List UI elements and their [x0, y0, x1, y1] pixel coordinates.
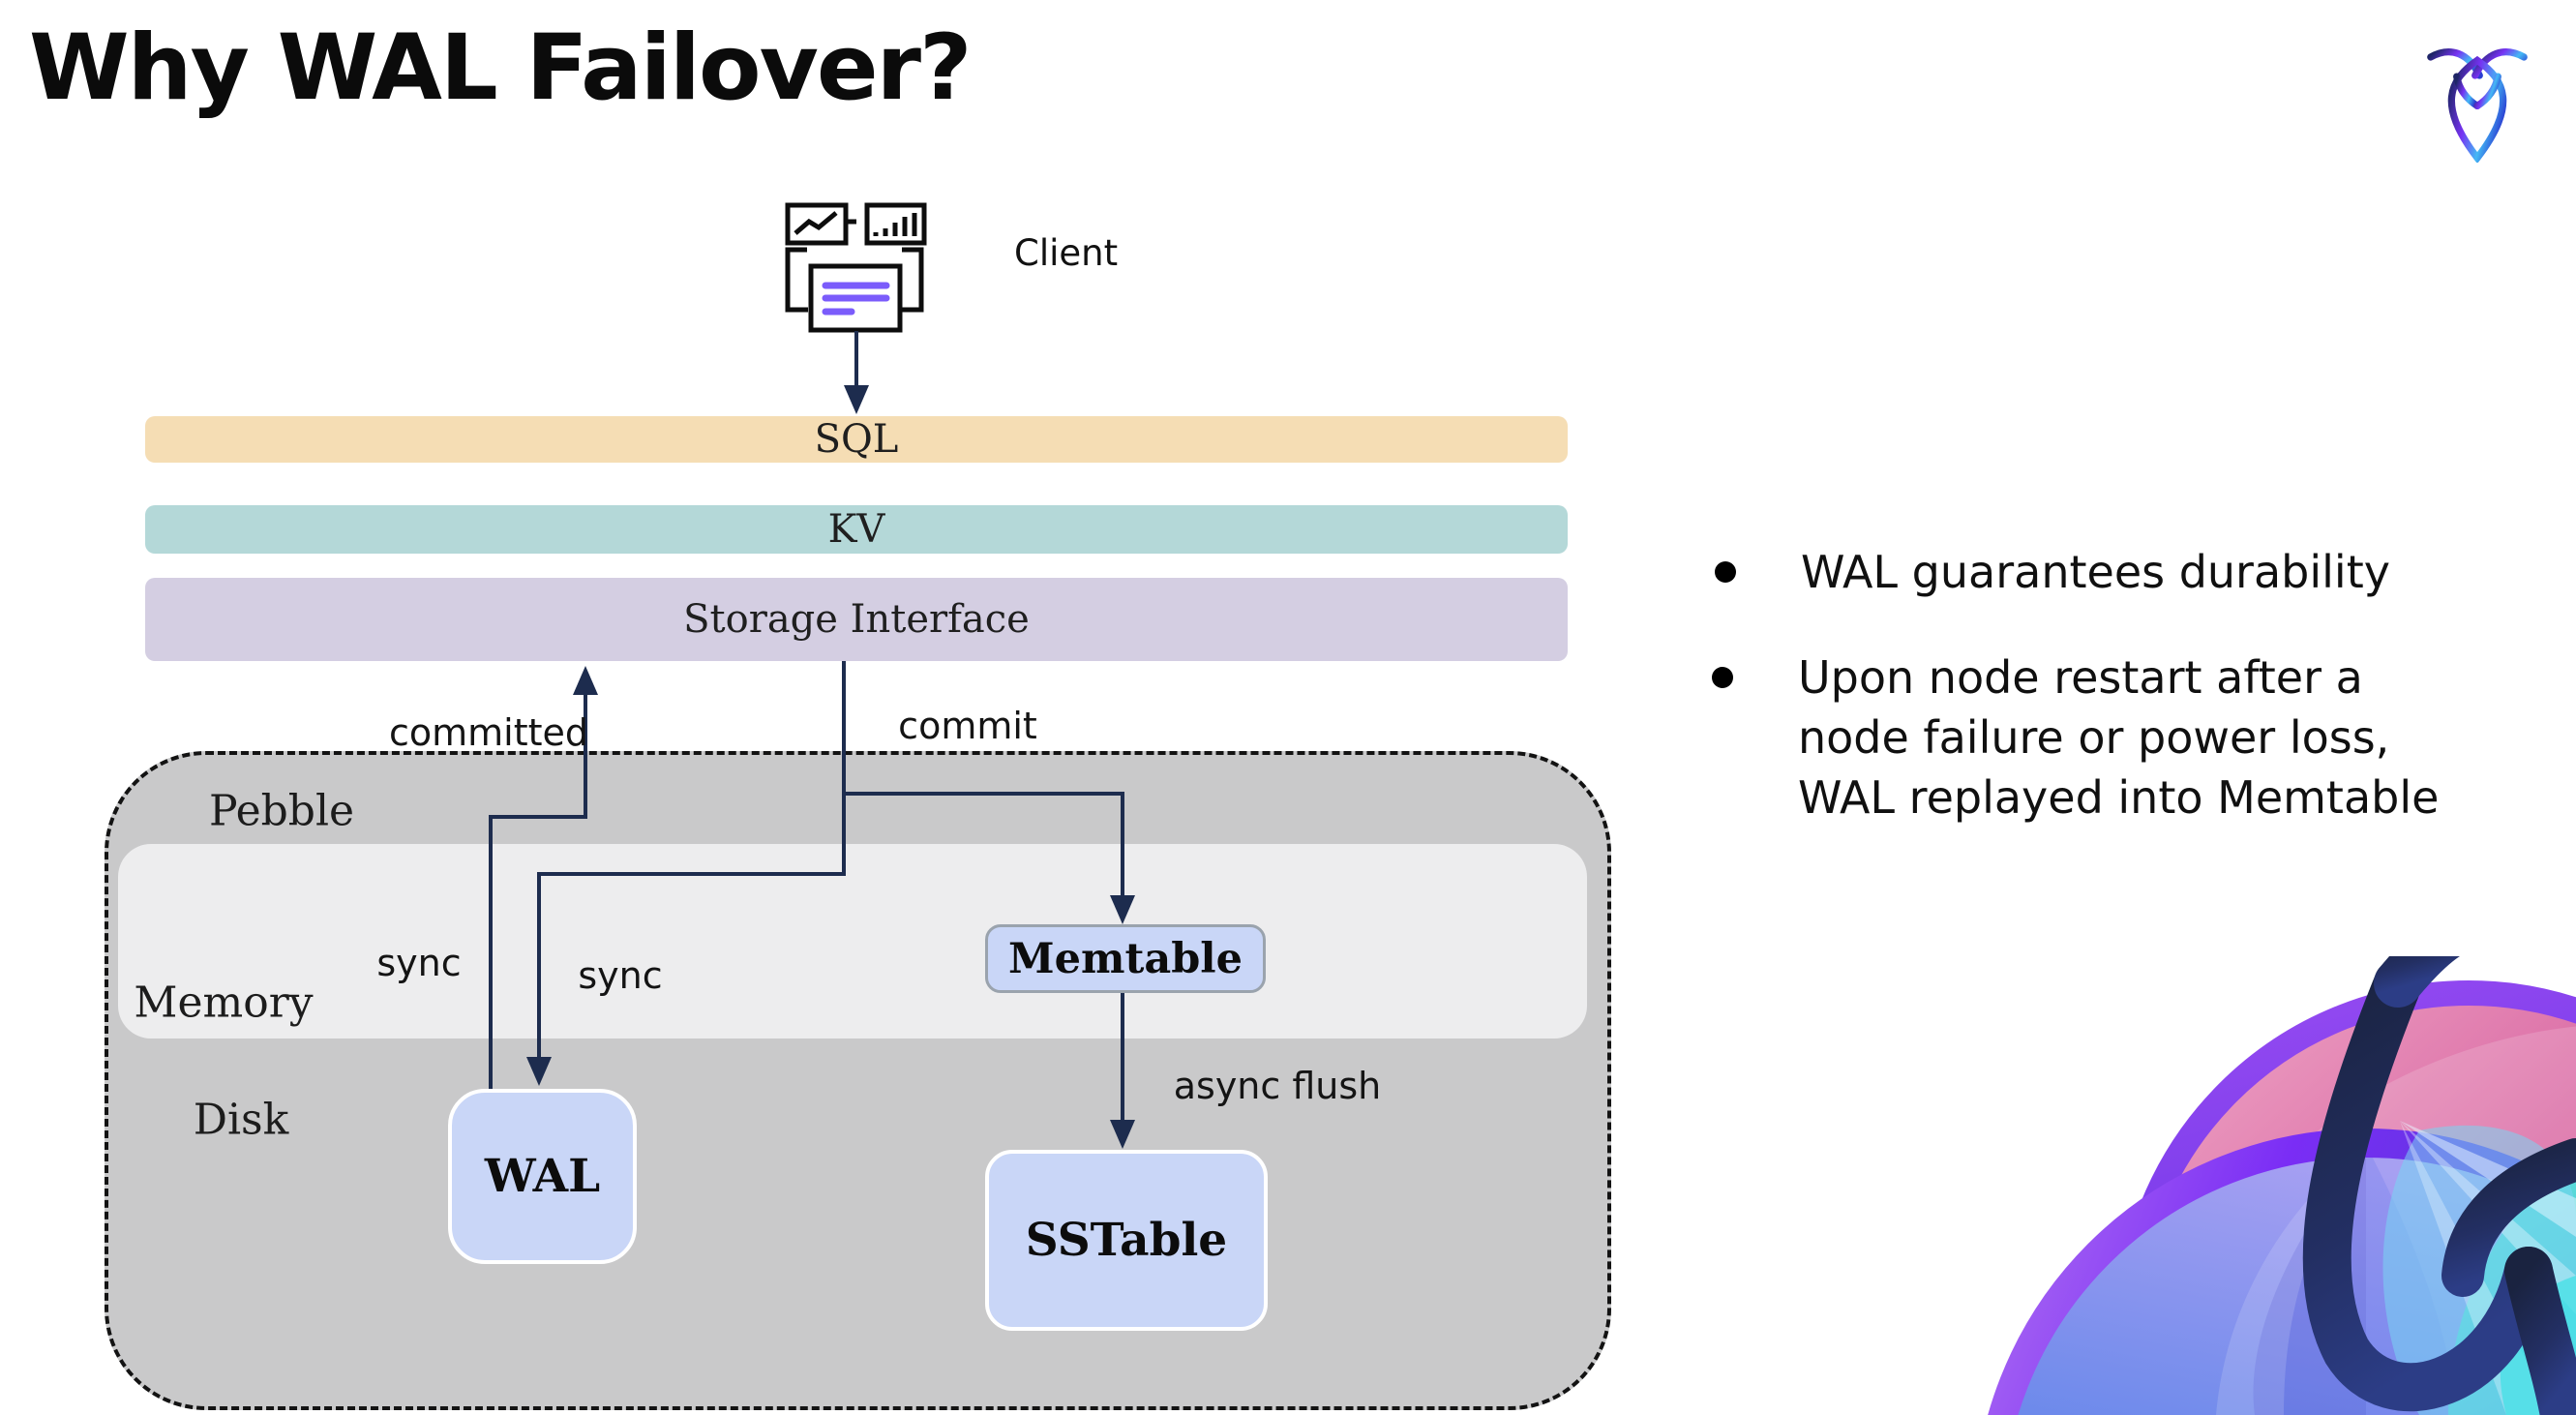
layer-kv-label: KV [827, 507, 885, 552]
bullet-dot-icon [1712, 667, 1733, 688]
edge-commit-seg-down [842, 661, 846, 876]
node-memtable: Memtable [985, 924, 1266, 993]
edge-client-sql-arrowhead-icon [844, 385, 869, 414]
page-title: Why WAL Failover? [29, 15, 973, 121]
edge-committed-label: committed [388, 711, 589, 754]
edge-sync-label-right: sync [578, 954, 663, 997]
edge-committed-seg-jog [489, 815, 587, 819]
client-icon [785, 202, 927, 333]
disk-label: Disk [193, 1095, 289, 1145]
client-label: Client [1014, 232, 1119, 274]
edge-sync-label-left: sync [376, 942, 462, 984]
edge-async-flush-seg [1121, 987, 1124, 1122]
layer-sql: SQL [145, 416, 1568, 463]
node-wal: WAL [448, 1089, 637, 1264]
bullet-dot-icon [1715, 561, 1736, 583]
memory-band [118, 844, 1587, 1039]
bullet-text: Upon node restart after a node failure o… [1798, 651, 2440, 824]
edge-committed-arrowhead-icon [573, 666, 598, 695]
layer-storage-interface-label: Storage Interface [683, 597, 1030, 642]
node-memtable-label: Memtable [1008, 934, 1243, 983]
edge-committed-seg-wal [489, 815, 493, 1089]
edge-sync-seg-wal [537, 872, 541, 1058]
edge-committed-seg-up [584, 691, 587, 817]
cockroachdb-logo-icon [2427, 48, 2528, 163]
edge-client-sql [854, 331, 858, 389]
layer-kv: KV [145, 505, 1568, 554]
edge-commit-seg-memtable [1121, 792, 1124, 897]
edge-async-flush-label: async flush [1173, 1065, 1382, 1107]
pebble-label: Pebble [208, 786, 355, 836]
node-sstable-label: SSTable [1025, 1214, 1228, 1267]
memory-label: Memory [134, 978, 314, 1028]
node-sstable: SSTable [985, 1150, 1268, 1331]
edge-commit-memtable-arrowhead-icon [1110, 895, 1135, 924]
edge-sync-wal-arrowhead-icon [526, 1057, 552, 1086]
bullet-item-durability: WAL guarantees durability [1715, 542, 2390, 602]
bullet-item-replay: Upon node restart after a node failure o… [1712, 647, 2439, 828]
edge-sync-seg-left [537, 872, 846, 876]
edge-commit-label: commit [898, 705, 1037, 747]
corner-brand-artwork-graphic [1988, 956, 2576, 1415]
layer-sql-label: SQL [814, 417, 899, 462]
layer-storage-interface: Storage Interface [145, 578, 1568, 661]
edge-commit-seg-branch [842, 792, 1124, 796]
corner-brand-artwork [1964, 956, 2576, 1415]
edge-async-flush-arrowhead-icon [1110, 1120, 1135, 1149]
bullet-text: WAL guarantees durability [1801, 546, 2390, 598]
node-wal-label: WAL [484, 1150, 601, 1203]
